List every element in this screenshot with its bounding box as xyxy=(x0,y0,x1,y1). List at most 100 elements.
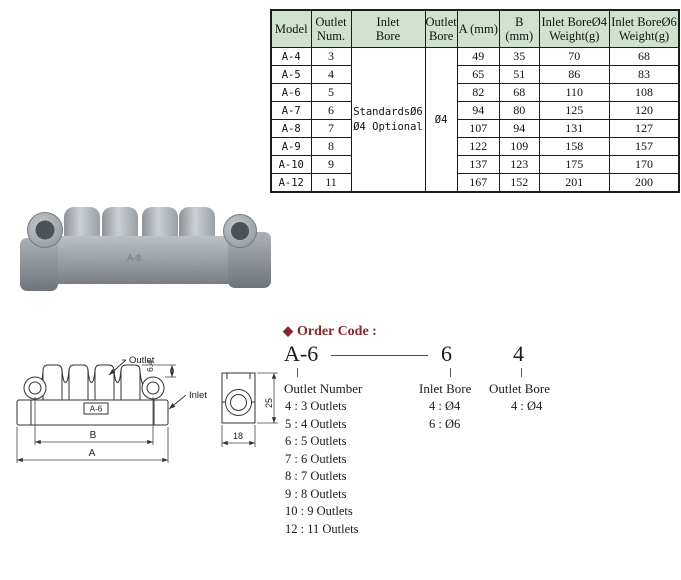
table-cell: 131 xyxy=(538,119,610,138)
table-cell: 11 xyxy=(310,173,352,193)
svg-text:Outlet: Outlet xyxy=(129,355,155,366)
table-cell: 123 xyxy=(498,155,540,174)
table-cell: StandardsØ6 Ø4 Optional xyxy=(350,47,426,193)
table-cell: 157 xyxy=(608,137,680,156)
inlet-callout: Inlet xyxy=(168,390,207,410)
table-cell: 82 xyxy=(456,83,500,102)
table-cell: 35 xyxy=(498,47,540,66)
table-cell: 107 xyxy=(456,119,500,138)
col-header-weight-o6: Inlet BoreØ6 Weight(g) xyxy=(608,9,680,48)
col-header-model: Model xyxy=(270,9,312,48)
order-option: 12 : 11 Outlets xyxy=(285,521,359,536)
table-cell: 200 xyxy=(608,173,680,193)
table-cell: 3 xyxy=(310,47,352,66)
dimension-18: 18 xyxy=(221,425,256,447)
order-option: 5 : 4 Outlets xyxy=(285,416,347,431)
table-cell: A-5 xyxy=(270,65,312,84)
table-cell: 70 xyxy=(538,47,610,66)
table-cell: 170 xyxy=(608,155,680,174)
table-cell: 68 xyxy=(498,83,540,102)
order-code-example-model: A-6 xyxy=(284,341,319,366)
table-cell: 68 xyxy=(608,47,680,66)
drawing-model-label: A-6 xyxy=(90,405,103,414)
table-cell: 167 xyxy=(456,173,500,193)
table-cell: A-8 xyxy=(270,119,312,138)
table-cell: 152 xyxy=(498,173,540,193)
manifold-body: A-8 xyxy=(20,207,271,291)
outlet-number-options: 4 : 3 Outlets 5 : 4 Outlets 6 : 5 Outlets 7… xyxy=(285,398,359,538)
svg-text:B: B xyxy=(90,430,97,441)
table-cell: 83 xyxy=(608,65,680,84)
table-cell: Ø4 xyxy=(424,47,458,193)
table-cell: 175 xyxy=(538,155,610,174)
order-option: 4 : Ø4 xyxy=(429,399,461,413)
svg-text:18: 18 xyxy=(233,431,243,441)
table-cell: 108 xyxy=(608,83,680,102)
table-cell: A-4 xyxy=(270,47,312,66)
order-option: 10 : 9 Outlets xyxy=(285,504,353,518)
table-cell: 125 xyxy=(538,101,610,120)
table-cell: A-7 xyxy=(270,101,312,120)
dimension-b: B xyxy=(34,397,154,445)
outlet-callout: Outlet xyxy=(108,355,155,376)
table-cell: 110 xyxy=(538,83,610,102)
table-cell: 137 xyxy=(456,155,500,174)
outlet-bore-label: Outlet Bore xyxy=(489,381,551,396)
table-cell: 158 xyxy=(538,137,610,156)
col-header-inlet-bore: Inlet Bore xyxy=(350,9,426,48)
svg-text:Inlet: Inlet xyxy=(189,390,207,401)
table-cell: 65 xyxy=(456,65,500,84)
table-cell: 80 xyxy=(498,101,540,120)
table-cell: A-6 xyxy=(270,83,312,102)
svg-text:6.4: 6.4 xyxy=(145,360,155,372)
table-cell: 9 xyxy=(310,155,352,174)
dimension-6-4: 6.4 xyxy=(142,360,176,378)
order-option: 4 : 3 Outlets xyxy=(285,399,347,413)
col-header-outlet-num: Outlet Num. xyxy=(310,9,352,48)
table-cell: 6 xyxy=(310,101,352,120)
table-cell: 122 xyxy=(456,137,500,156)
table-cell: A-9 xyxy=(270,137,312,156)
order-option: 6 : 5 Outlets xyxy=(285,434,347,448)
dimension-25: 25 xyxy=(257,372,278,424)
diamond-icon: ◆ xyxy=(283,323,293,338)
svg-text:25: 25 xyxy=(264,398,274,408)
inlet-bore-label: Inlet Bore xyxy=(419,381,472,396)
col-header-outlet-bore: Outlet Bore xyxy=(424,9,458,48)
tick-line xyxy=(297,368,298,377)
table-cell: 127 xyxy=(608,119,680,138)
order-code-example-inlet: 6 xyxy=(441,341,452,366)
table-cell: 201 xyxy=(538,173,610,193)
table-cell: 94 xyxy=(498,119,540,138)
order-code-example-outlet: 4 xyxy=(513,341,524,366)
table-cell: 51 xyxy=(498,65,540,84)
tick-line xyxy=(521,368,522,377)
table-cell: 7 xyxy=(310,119,352,138)
spec-table: Model Outlet Num. Inlet Bore Outlet Bore… xyxy=(270,9,681,193)
table-header-row: Model Outlet Num. Inlet Bore Outlet Bore… xyxy=(270,9,680,48)
outlet-bore-options: 4 : Ø4 xyxy=(511,398,542,416)
order-code-title: Order Code : xyxy=(297,324,377,339)
side-view xyxy=(221,372,256,424)
order-code-heading: ◆ Order Code : xyxy=(283,323,377,340)
order-option: 9 : 8 Outlets xyxy=(285,486,347,501)
order-code-connector-line xyxy=(331,355,428,356)
table-cell: 94 xyxy=(456,101,500,120)
col-header-b-mm: B (mm) xyxy=(498,9,540,48)
table-cell: 4 xyxy=(310,65,352,84)
col-header-weight-o4: Inlet BoreØ4 Weight(g) xyxy=(538,9,610,48)
table-cell: 8 xyxy=(310,137,352,156)
svg-text:A: A xyxy=(89,448,96,459)
product-photo: A-8 xyxy=(20,207,271,291)
order-option: 7 : 6 Outlets xyxy=(285,451,347,466)
technical-drawing: A-6 B A 6.4 Outlet Inlet xyxy=(16,355,278,463)
